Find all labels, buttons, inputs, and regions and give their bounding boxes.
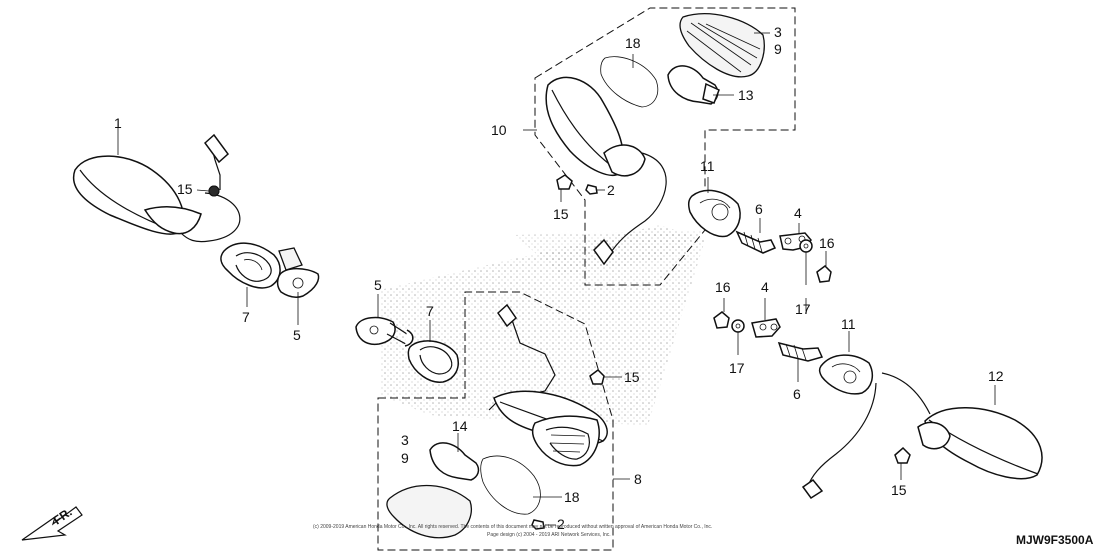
callout-15-upper: 15	[553, 206, 569, 222]
callout-8: 8	[634, 471, 642, 487]
callout-4-upper: 4	[794, 205, 802, 221]
part-17-lower-washer	[731, 319, 745, 333]
part-4-lower-plate	[751, 318, 781, 338]
callout-18-upper: 18	[625, 35, 641, 51]
callout-2-lower: 2	[557, 516, 565, 532]
callout-3-lower: 3	[401, 432, 409, 448]
part-18-lower-gasket	[480, 455, 541, 515]
callout-1: 1	[114, 115, 122, 131]
callout-2-upper: 2	[607, 182, 615, 198]
callout-7-center: 7	[426, 303, 434, 319]
fastener-2-upper	[585, 184, 598, 195]
callout-15-left: 15	[177, 181, 193, 197]
callout-3-upper: 3	[774, 24, 782, 40]
part-13-upper-bulb	[667, 65, 720, 105]
fastener-15-center	[589, 369, 605, 385]
fastener-15-right	[894, 446, 911, 464]
part-7-center-rubber-socket	[407, 340, 459, 383]
part-3-upper-lens	[679, 13, 765, 78]
callout-6-lower: 6	[793, 386, 801, 402]
diagram-code: MJW9F3500A	[1016, 533, 1094, 547]
part-10-upper-turn-signal	[545, 76, 667, 266]
callout-18-lower: 18	[564, 489, 580, 505]
shaded-region	[380, 225, 705, 425]
leader-15-left	[196, 189, 210, 192]
part-5-left-bracket	[276, 247, 320, 298]
part-14-lower-bulb	[429, 442, 480, 481]
part-16-lower-nut	[713, 311, 730, 329]
callout-5-left: 5	[293, 327, 301, 343]
fastener-2-lower	[531, 519, 545, 530]
callout-12: 12	[988, 368, 1004, 384]
callout-9-lower: 9	[401, 450, 409, 466]
copyright-line-2: Page design (c) 2004 - 2019 ARI Network …	[487, 532, 611, 538]
callout-17-lower: 17	[729, 360, 745, 376]
part-16-upper-nut	[816, 265, 832, 283]
part-3-lower-lens	[386, 484, 472, 539]
part-12-right-turn-signal	[801, 372, 1043, 500]
callout-14: 14	[452, 418, 468, 434]
fastener-15-left	[208, 185, 220, 197]
front-direction-indicator: FR.	[21, 505, 83, 541]
callout-11-lower: 11	[841, 316, 856, 332]
callout-17-upper: 17	[795, 301, 811, 317]
part-11-right-upper-socket	[687, 189, 741, 238]
callout-6-upper: 6	[755, 201, 763, 217]
front-label: FR.	[51, 505, 75, 528]
callout-4-lower: 4	[761, 279, 769, 295]
part-18-upper-gasket	[600, 56, 659, 108]
callout-16-lower: 16	[715, 279, 731, 295]
part-8-lower-turn-signal	[488, 303, 608, 467]
part-6-lower-stud	[777, 341, 824, 362]
part-6-right-upper-stud	[735, 230, 777, 254]
part-11-right-lower-socket	[818, 354, 874, 395]
callout-5-center: 5	[374, 277, 382, 293]
callout-7-left: 7	[242, 309, 250, 325]
callout-15-right: 15	[891, 482, 907, 498]
fastener-15-upper	[556, 174, 573, 190]
part-7-left-rubber-socket	[220, 242, 281, 289]
assembly-boundary-8	[377, 291, 614, 551]
front-arrow-icon	[21, 506, 83, 541]
callout-10: 10	[491, 122, 507, 138]
copyright-line-1: (c) 2009-2019 American Honda Motor Co., …	[313, 524, 712, 530]
part-5-center-bracket	[355, 316, 414, 347]
callout-15-center: 15	[624, 369, 640, 385]
callout-13: 13	[738, 87, 754, 103]
callout-9-upper: 9	[774, 41, 782, 57]
part-17-upper-washer	[799, 239, 813, 253]
callout-11-upper: 11	[700, 158, 715, 174]
callout-16-upper: 16	[819, 235, 835, 251]
